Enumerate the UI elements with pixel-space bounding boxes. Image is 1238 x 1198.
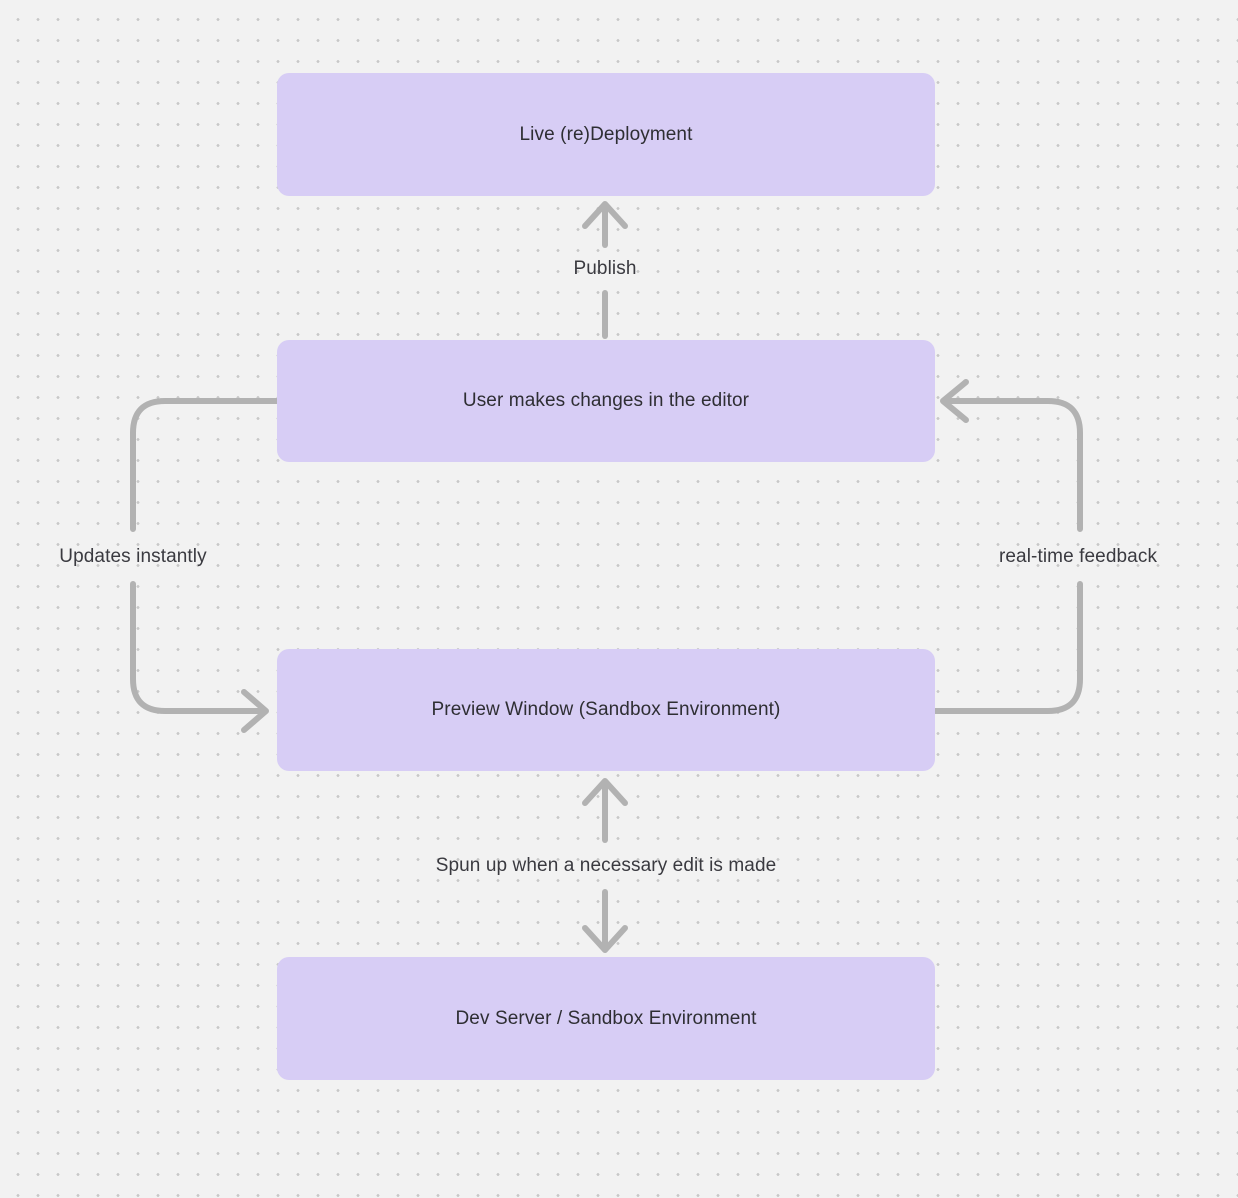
arrowhead-left-icon [940,379,969,423]
node-dev-server[interactable]: Dev Server / Sandbox Environment [277,957,935,1080]
edge-updates-top [130,398,280,532]
edge-feedback-top [945,398,1083,532]
node-dev-server-label: Dev Server / Sandbox Environment [455,1007,757,1029]
edge-feedback-bottom [931,581,1083,714]
arrowhead-down-icon [582,925,628,953]
node-live-deployment-label: Live (re)Deployment [519,123,693,145]
arrowhead-up-icon [582,201,628,229]
arrowhead-up-icon [582,778,628,806]
arrowhead-right-icon [241,689,269,733]
edge-label-realtime-feedback: real-time feedback [998,546,1158,567]
edge-label-publish: Publish [573,258,637,279]
node-editor[interactable]: User makes changes in the editor [277,340,935,462]
edge-updates-bottom [130,581,265,714]
edge-label-updates-instantly: Updates instantly [59,546,207,567]
edge-label-spun-up: Spun up when a necessary edit is made [435,855,777,876]
node-preview-window[interactable]: Preview Window (Sandbox Environment) [277,649,935,771]
node-editor-label: User makes changes in the editor [462,390,750,411]
node-preview-window-label: Preview Window (Sandbox Environment) [431,699,781,720]
node-live-deployment[interactable]: Live (re)Deployment [277,73,935,196]
